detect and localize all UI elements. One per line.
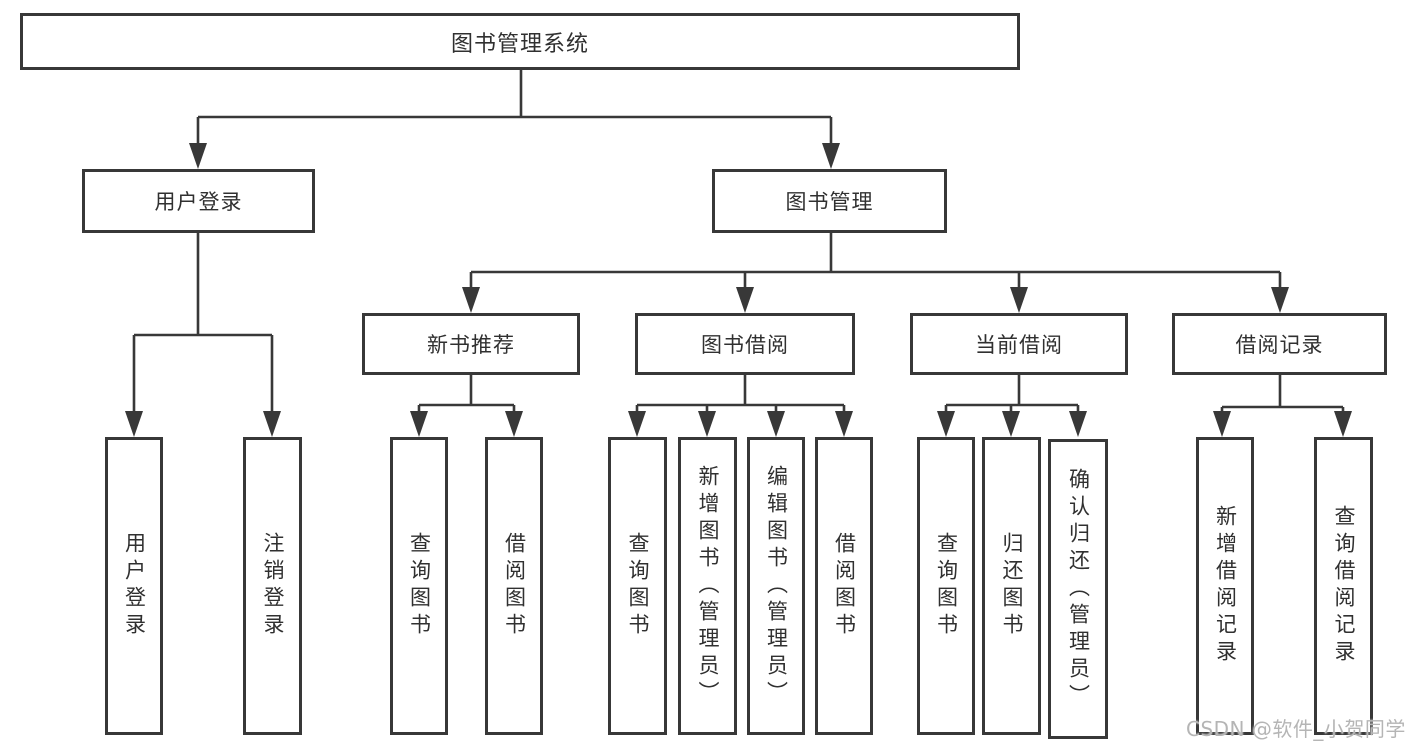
leaf-records-query-record: 查询借阅记录 — [1314, 437, 1373, 735]
arrowhead — [410, 411, 428, 437]
leaf-logout: 注销登录 — [243, 437, 302, 735]
arrowhead — [1334, 411, 1352, 437]
leaf-label: 查询图书 — [407, 532, 432, 640]
connector-records-to-leaves — [1220, 375, 1345, 433]
leaf-newbook-borrow-books: 借阅图书 — [485, 437, 543, 735]
leaf-label: 查询图书 — [934, 532, 959, 640]
leaf-label: 查询图书 — [626, 532, 651, 640]
node-borrow-records: 借阅记录 — [1172, 313, 1387, 375]
leaf-current-query-books: 查询图书 — [917, 437, 975, 735]
node-label: 用户登录 — [154, 190, 243, 214]
leaf-borrow-query-books: 查询图书 — [608, 437, 667, 735]
arrowhead — [125, 411, 143, 437]
leaf-label: 归还图书 — [1000, 532, 1025, 640]
leaf-label: 确认归还（管理员） — [1066, 467, 1091, 711]
leaf-label: 借阅图书 — [832, 532, 857, 640]
node-label: 借阅记录 — [1235, 333, 1324, 357]
node-label: 新书推荐 — [427, 333, 515, 357]
node-book-borrow: 图书借阅 — [635, 313, 855, 375]
node-new-book-recommend: 新书推荐 — [362, 313, 580, 375]
arrowhead — [822, 143, 840, 169]
leaf-label: 借阅图书 — [502, 532, 527, 640]
arrowhead — [736, 287, 754, 313]
node-label: 图书管理系统 — [450, 31, 589, 57]
arrowhead — [462, 287, 480, 313]
arrowhead — [1002, 411, 1020, 437]
node-root-library-system: 图书管理系统 — [20, 13, 1020, 70]
arrowhead — [189, 143, 207, 169]
leaf-records-add-record: 新增借阅记录 — [1196, 437, 1254, 735]
leaf-label: 新增图书（管理员） — [696, 464, 721, 708]
leaf-borrow-edit-books-admin: 编辑图书（管理员） — [747, 437, 805, 735]
arrowhead — [767, 411, 785, 437]
leaf-user-login: 用户登录 — [105, 437, 163, 735]
node-label: 图书管理 — [785, 190, 874, 214]
connector-bookmgmt-to-level3 — [469, 232, 1282, 309]
connector-root-to-level2 — [196, 70, 833, 165]
arrowhead — [835, 411, 853, 437]
leaf-label: 用户登录 — [122, 532, 147, 640]
leaf-current-confirm-return-admin: 确认归还（管理员） — [1048, 439, 1108, 739]
arrowhead — [628, 411, 646, 437]
leaf-borrow-borrow-books: 借阅图书 — [815, 437, 873, 735]
connector-bookborrow-to-leaves — [635, 375, 846, 433]
node-current-borrow: 当前借阅 — [910, 313, 1128, 375]
leaf-label: 注销登录 — [261, 532, 286, 640]
connector-newbook-to-leaves — [417, 375, 516, 433]
node-label: 当前借阅 — [975, 333, 1063, 357]
arrowheads — [125, 143, 1352, 437]
arrowhead — [1010, 287, 1028, 313]
node-book-management: 图书管理 — [712, 169, 947, 233]
arrowhead — [1271, 287, 1289, 313]
leaf-current-return-books: 归还图书 — [982, 437, 1041, 735]
arrowhead — [263, 411, 281, 437]
leaf-label: 查询借阅记录 — [1332, 505, 1357, 667]
leaf-label: 编辑图书（管理员） — [764, 464, 789, 708]
csdn-watermark: CSDN @软件_小贺同学 — [1186, 717, 1405, 741]
arrowhead — [1069, 411, 1087, 437]
leaf-newbook-query-books: 查询图书 — [390, 437, 448, 735]
arrowhead — [698, 411, 716, 437]
leaf-borrow-add-books-admin: 新增图书（管理员） — [678, 437, 737, 735]
arrowhead — [1213, 411, 1231, 437]
leaf-label: 新增借阅记录 — [1213, 505, 1238, 667]
node-user-login: 用户登录 — [82, 169, 315, 233]
arrowhead — [937, 411, 955, 437]
connector-userlogin-to-leaves — [132, 232, 274, 433]
node-label: 图书借阅 — [701, 333, 789, 357]
arrowhead — [505, 411, 523, 437]
